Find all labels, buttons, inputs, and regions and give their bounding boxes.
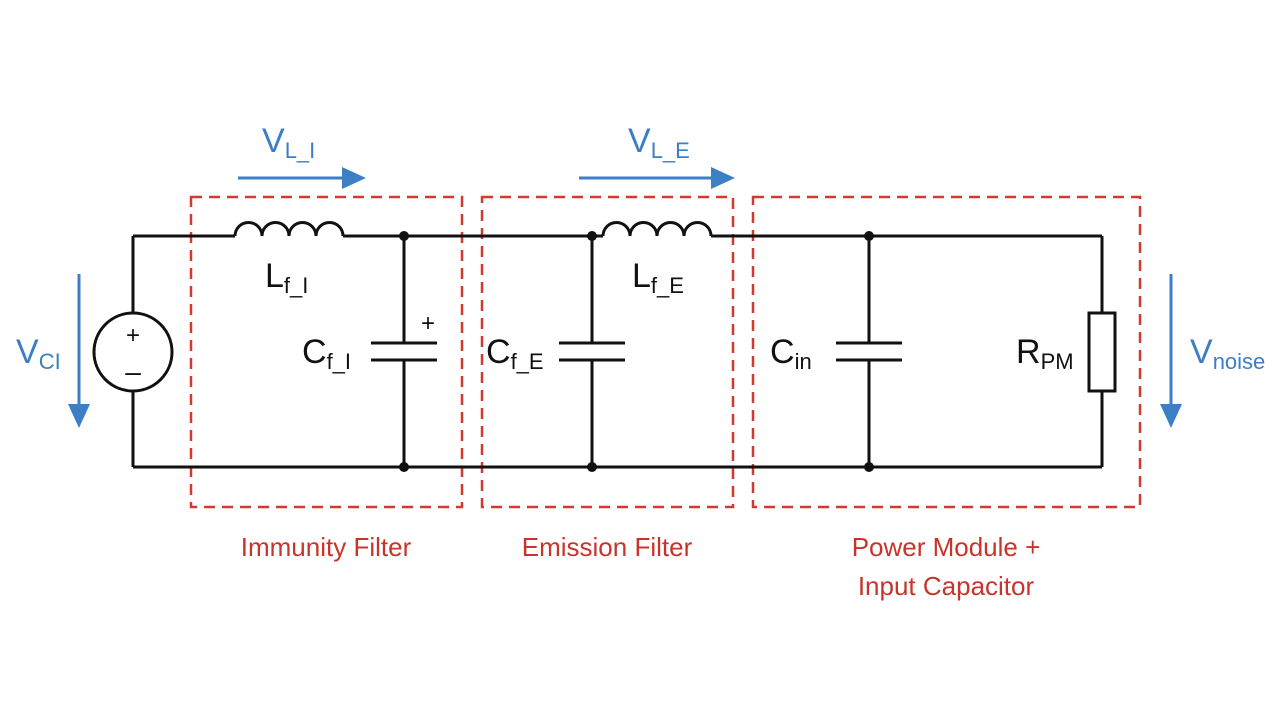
immunity-filter-box bbox=[189, 195, 464, 509]
inductor-icon bbox=[233, 221, 345, 237]
source-minus-sign: – bbox=[125, 356, 141, 387]
label-immunity-filter: Immunity Filter bbox=[241, 532, 412, 562]
capacitor-icon bbox=[836, 341, 902, 362]
label-c-f-e: Cf_E bbox=[486, 333, 544, 374]
label-v-noise: Vnoise bbox=[1190, 333, 1265, 374]
label-v-l-e: VL_E bbox=[628, 122, 690, 163]
wires bbox=[131, 234, 1104, 469]
label-power-module-line1: Power Module + bbox=[852, 532, 1041, 562]
resistor-icon bbox=[1087, 311, 1117, 393]
label-l-f-i: Lf_I bbox=[265, 257, 308, 298]
capacitor-polarity-plus: + bbox=[421, 310, 435, 337]
voltage-source-icon: + – bbox=[92, 311, 174, 393]
label-c-in: Cin bbox=[770, 333, 812, 374]
label-power-module-line2: Input Capacitor bbox=[858, 571, 1035, 601]
label-r-pm: RPM bbox=[1016, 333, 1074, 374]
label-emission-filter: Emission Filter bbox=[522, 532, 693, 562]
label-l-f-e: Lf_E bbox=[632, 257, 684, 298]
power-module-box bbox=[751, 195, 1142, 509]
arrow-icon bbox=[579, 167, 735, 189]
arrow-icon bbox=[238, 167, 366, 189]
label-v-ci: VCI bbox=[16, 333, 61, 374]
inductor-icon bbox=[601, 221, 713, 237]
emission-filter-box bbox=[480, 195, 735, 509]
source-plus-sign: + bbox=[126, 322, 140, 349]
capacitor-icon bbox=[559, 341, 625, 362]
capacitor-icon bbox=[371, 341, 437, 362]
junction-dots bbox=[399, 231, 874, 472]
arrow-icon bbox=[68, 274, 90, 428]
label-c-f-i: Cf_I bbox=[302, 333, 351, 374]
arrow-icon bbox=[1160, 274, 1182, 428]
label-v-l-i: VL_I bbox=[262, 122, 315, 163]
